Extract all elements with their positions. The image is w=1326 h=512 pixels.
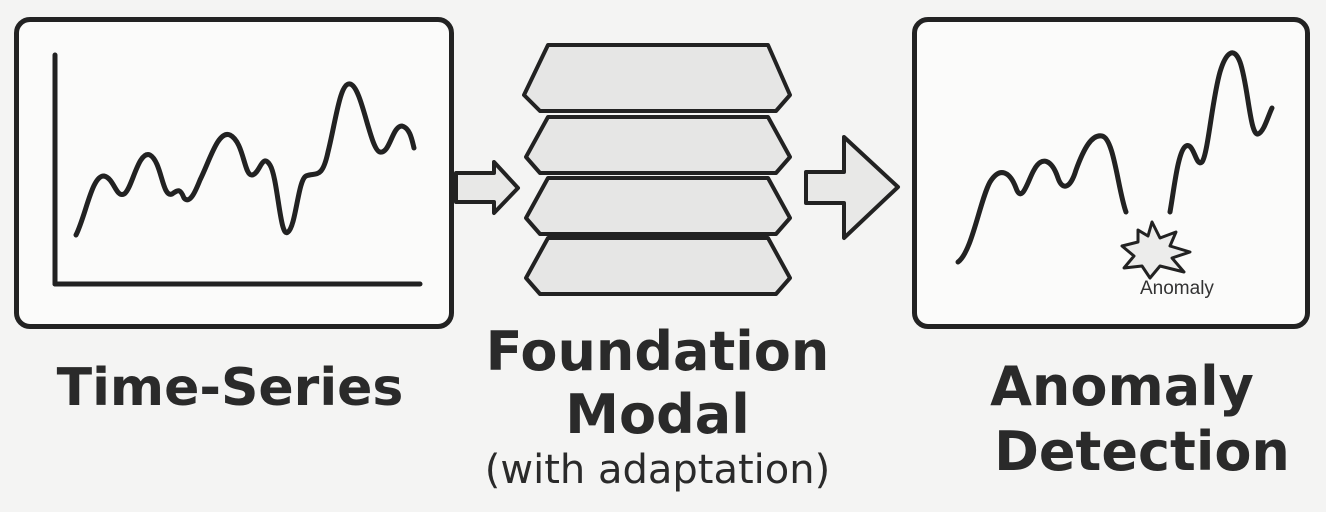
time-series-panel — [14, 17, 454, 329]
starburst-icon — [1120, 220, 1192, 280]
foundation-model-caption-line-1: Foundation — [485, 320, 830, 383]
model-layer-4 — [524, 236, 792, 296]
time-series-axes — [52, 52, 423, 287]
signal-before-anomaly — [955, 133, 1129, 265]
right-arrow-icon — [804, 135, 900, 240]
anomaly-label: Anomaly — [1140, 278, 1214, 299]
time-series-line — [73, 81, 417, 238]
foundation-model-stack — [522, 43, 792, 296]
anomaly-detection-caption-line-2: Detection — [994, 420, 1290, 483]
foundation-model-caption-line-3: (with adaptation) — [484, 447, 831, 493]
model-layer-1 — [522, 43, 792, 113]
anomaly-detection-caption-line-1: Anomaly — [990, 355, 1254, 418]
foundation-model-caption-line-2: Modal — [565, 383, 750, 446]
right-arrow-icon — [454, 160, 520, 215]
time-series-caption: Time-Series — [56, 358, 404, 418]
model-layer-3 — [524, 176, 792, 236]
signal-after-anomaly — [1167, 50, 1275, 215]
model-layer-2 — [524, 115, 792, 175]
